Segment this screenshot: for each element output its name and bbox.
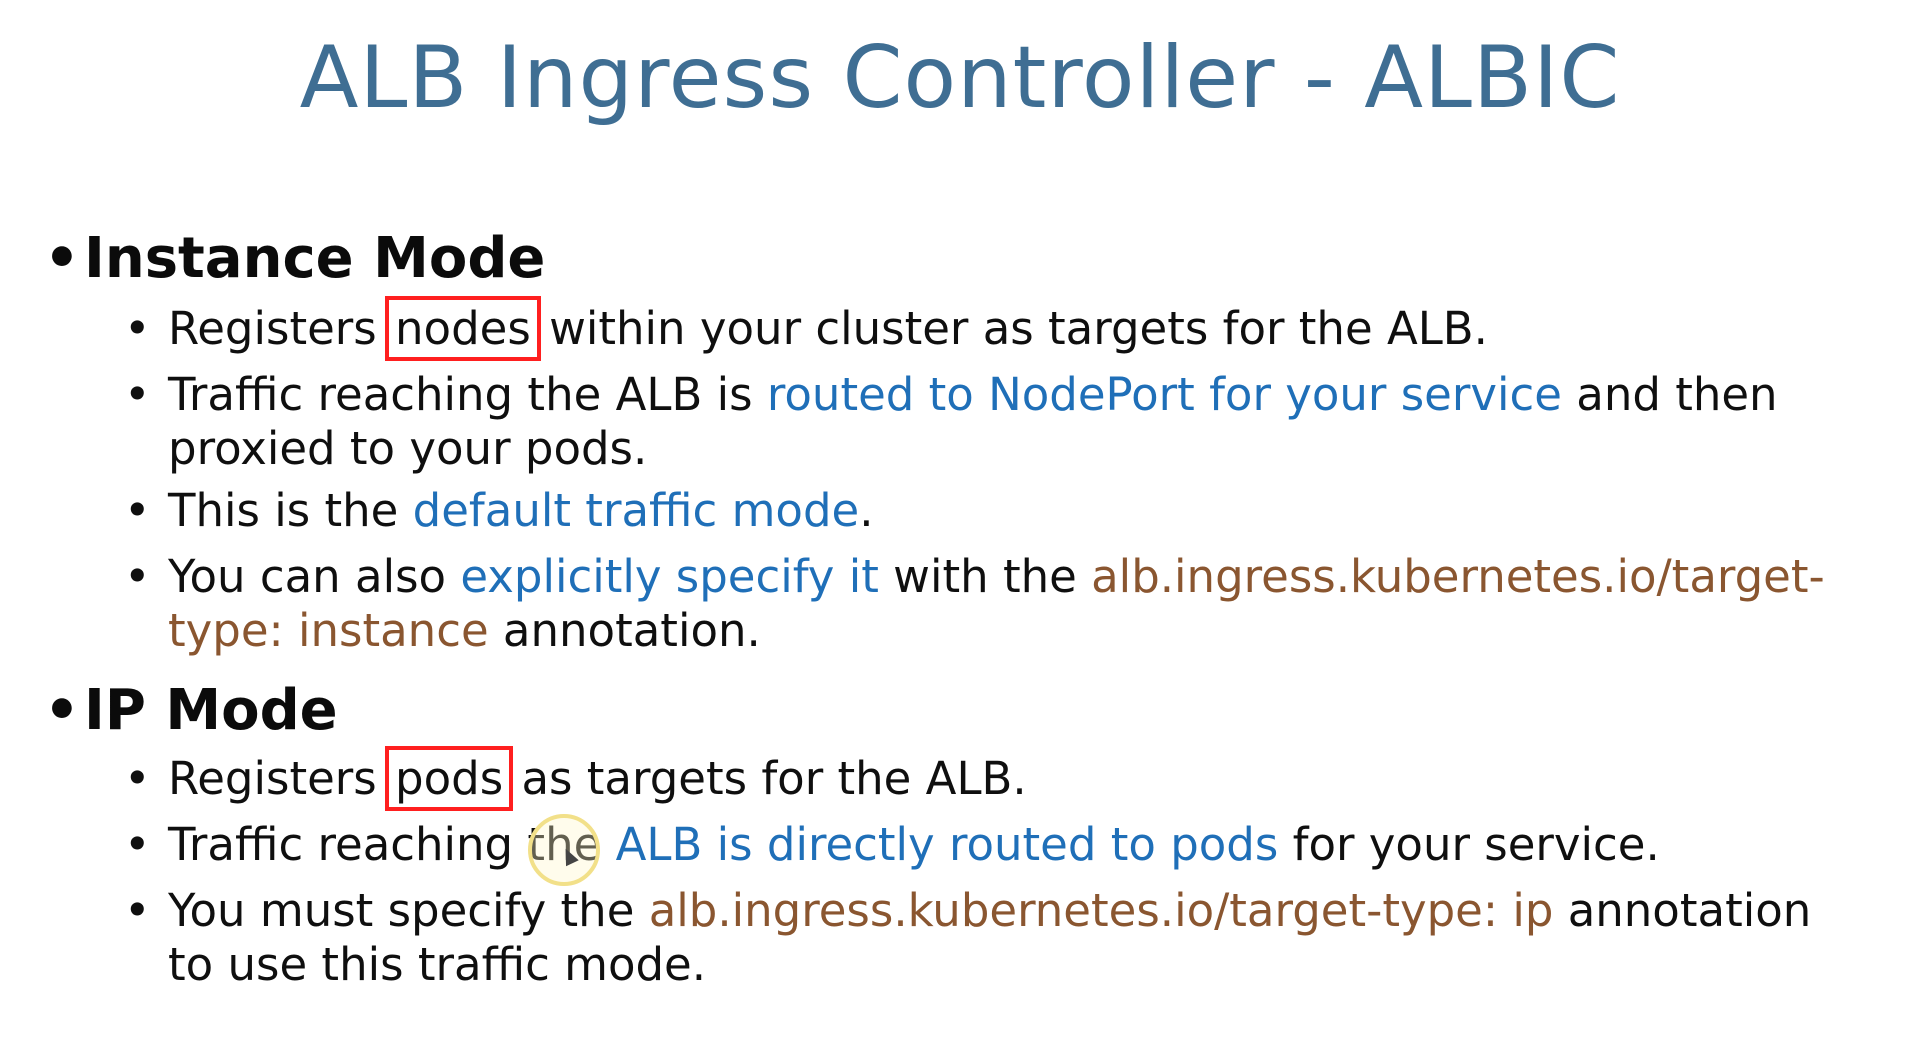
list-item: • Registers pods as targets for the ALB. — [124, 746, 1864, 811]
text-run: You can also — [168, 550, 461, 603]
bullet-icon: • — [124, 818, 151, 871]
text-run: annotation to use this traffic mode. — [168, 884, 1812, 991]
cursor-highlight-icon — [528, 814, 600, 886]
annotation-code-text: alb.ingress.kubernetes.io/target-type: i… — [168, 550, 1825, 657]
bullet-icon: • — [124, 302, 151, 355]
text-run: and then proxied to your pods. — [168, 368, 1778, 475]
list-item-text: Traffic reaching the ALB is routed to No… — [168, 368, 1864, 476]
slide-title: ALB Ingress Controller - ALBIC — [299, 28, 1621, 128]
text-run: as targets for the ALB. — [507, 752, 1027, 805]
list-item: • Registers nodes within your cluster as… — [124, 296, 1864, 361]
text-run: Registers — [168, 302, 392, 355]
list-item-text: Registers pods as targets for the ALB. — [168, 746, 1864, 811]
bullet-icon: • — [124, 550, 151, 603]
list-item-text: Registers nodes within your cluster as t… — [168, 296, 1864, 361]
bullet-icon: • — [124, 368, 151, 421]
bullet-icon: • — [124, 884, 151, 937]
list-item: • Traffic reaching the ALB is directly r… — [124, 818, 1864, 872]
text-run: You must specify the — [168, 884, 649, 937]
bullet-icon: • — [124, 752, 151, 805]
highlighted-word-nodes: nodes — [385, 296, 541, 361]
text-run: Traffic reaching the ALB is — [168, 368, 767, 421]
bullet-icon: • — [44, 678, 80, 743]
list-item-text: This is the default traffic mode. — [168, 484, 1864, 538]
section-heading-instance-mode: • Instance Mode — [44, 226, 545, 291]
blue-text-run: ALB is directly routed to pods — [615, 818, 1279, 871]
section-heading: Instance Mode — [84, 226, 546, 291]
section-heading: IP Mode — [84, 678, 338, 743]
bullet-icon: • — [124, 484, 151, 537]
text-run: annotation. — [488, 604, 761, 657]
blue-text-run: explicitly specify it — [460, 550, 879, 603]
list-item-text: Traffic reaching the ALB is directly rou… — [168, 818, 1864, 872]
text-run: Registers — [168, 752, 392, 805]
text-run: with the — [878, 550, 1092, 603]
highlighted-word-pods: pods — [385, 746, 514, 811]
text-run: for your service. — [1278, 818, 1660, 871]
list-item-text: You must specify the alb.ingress.kuberne… — [168, 884, 1864, 992]
list-item: • This is the default traffic mode. — [124, 484, 1864, 538]
list-item: • You can also explicitly specify it wit… — [124, 550, 1864, 658]
text-run: within your cluster as targets for the A… — [534, 302, 1488, 355]
list-item: • Traffic reaching the ALB is routed to … — [124, 368, 1864, 476]
blue-text-run: routed to NodePort for your service — [766, 368, 1562, 421]
section-heading-ip-mode: • IP Mode — [44, 678, 338, 743]
annotation-code-text: alb.ingress.kubernetes.io/target-type: i… — [648, 884, 1554, 937]
list-item-text: You can also explicitly specify it with … — [168, 550, 1864, 658]
list-item: • You must specify the alb.ingress.kuber… — [124, 884, 1864, 992]
bullet-icon: • — [44, 226, 80, 291]
text-run: This is the — [168, 484, 413, 537]
blue-text-run: default traffic mode — [412, 484, 860, 537]
text-run: . — [859, 484, 874, 537]
